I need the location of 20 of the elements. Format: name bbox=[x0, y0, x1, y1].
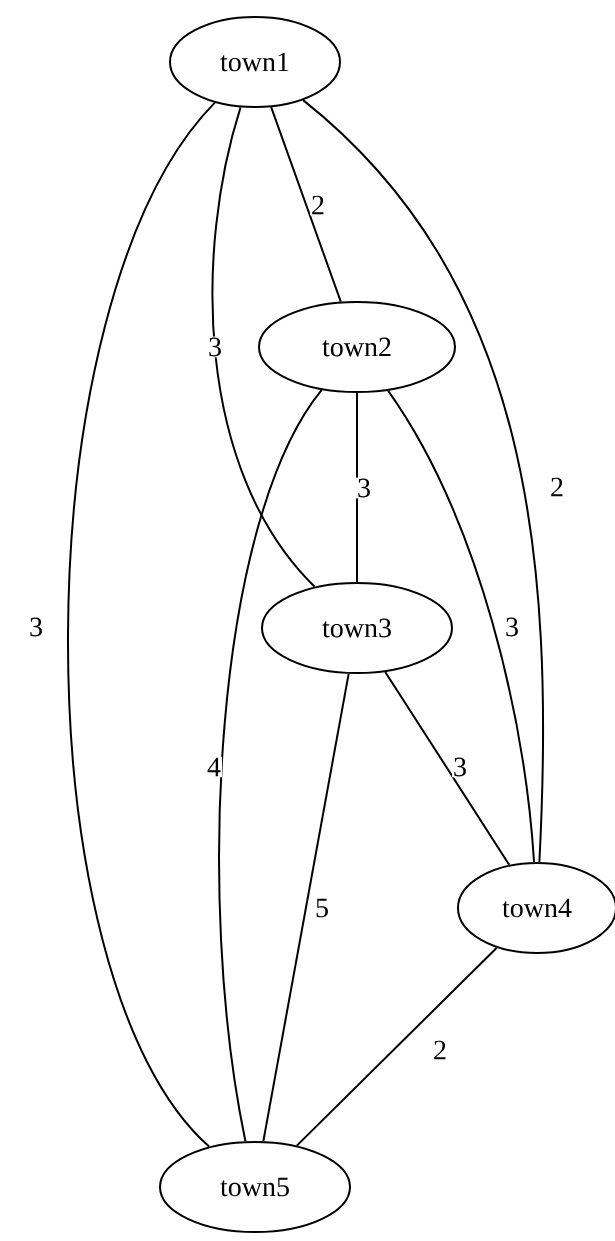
edge-line bbox=[356, 392, 358, 583]
edge-label: 3 bbox=[504, 616, 520, 638]
edge-label: 2 bbox=[310, 194, 326, 216]
edge-label: 2 bbox=[432, 1039, 448, 1061]
edge-line bbox=[262, 672, 350, 1143]
edge-label: 3 bbox=[28, 616, 44, 638]
edge-label: 5 bbox=[314, 897, 330, 919]
edge-label: 2 bbox=[549, 476, 565, 498]
edge-label: 3 bbox=[356, 477, 372, 499]
edge-label: 4 bbox=[206, 756, 222, 778]
edge-line bbox=[218, 388, 323, 1143]
edge-label: 3 bbox=[207, 336, 223, 358]
edge-line bbox=[384, 670, 511, 866]
edge-line bbox=[295, 946, 498, 1147]
edge-line bbox=[270, 106, 342, 303]
edge-line bbox=[67, 101, 216, 1148]
edge-line bbox=[211, 106, 316, 588]
edge-line bbox=[387, 389, 536, 863]
edge-label: 3 bbox=[452, 756, 468, 778]
edge-line bbox=[302, 99, 545, 863]
